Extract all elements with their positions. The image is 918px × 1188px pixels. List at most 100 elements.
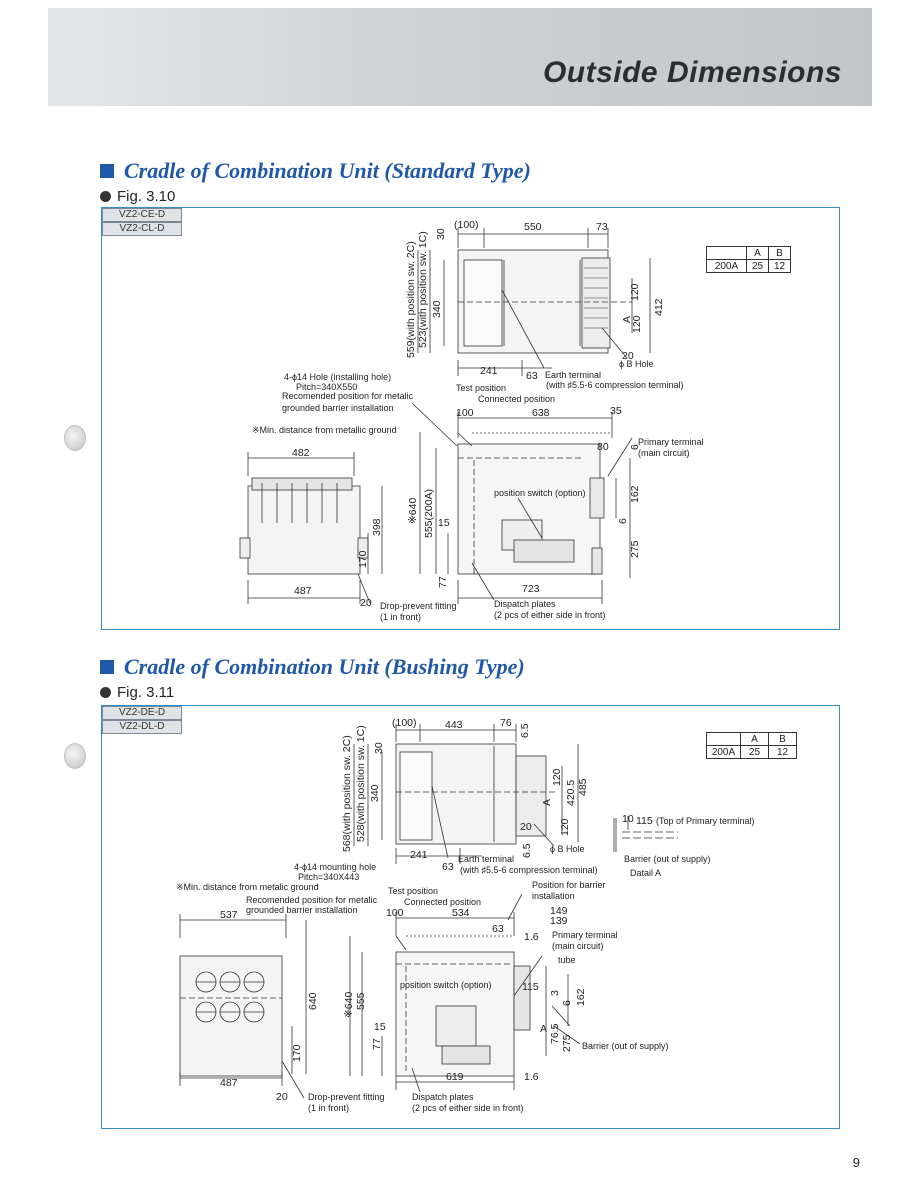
dim-550: 550: [524, 221, 542, 233]
dim-100: (100): [454, 219, 479, 231]
dim-120b: 120: [631, 315, 643, 333]
dim-412: 412: [653, 298, 665, 316]
dim-63: 63: [526, 370, 538, 382]
note-barrier: Recomended position for metalic: [246, 895, 378, 905]
dim-20: 20: [622, 350, 634, 362]
dim-6-5b: 6.5: [521, 843, 533, 858]
dim-528: 528(with position sw. 1C): [355, 725, 367, 842]
note-dispatch-plates: Dispatch plates: [412, 1092, 474, 1102]
note-drop-prevent: (1 in front): [308, 1103, 349, 1113]
note-pitch: Pitch=340X443: [298, 872, 359, 882]
dim-115: 115: [522, 981, 539, 993]
dim-30: 30: [373, 742, 385, 754]
note-connected-position: Connected position: [404, 897, 481, 907]
note-primary-terminal: (main circuit): [552, 941, 604, 951]
dim-523: 523(with position sw. 1C): [417, 231, 429, 348]
note-b-hole: ϕ B Hole: [550, 844, 585, 854]
dim-723: 723: [522, 583, 540, 595]
binder-hole-top: [64, 425, 86, 451]
note-barrier-out: Barrier (out of supply): [582, 1041, 669, 1051]
table-cell: 12: [768, 259, 791, 273]
dim-485: 485: [577, 778, 589, 796]
dim-115-top: 115: [636, 815, 653, 827]
dim-3: 3: [549, 990, 561, 996]
dim-420-5: 420.5: [565, 780, 577, 806]
note-connected-position: Connected position: [478, 394, 555, 404]
figure-number: Fig. 3.11: [117, 684, 175, 701]
note-drop-prevent: Drop-prevent fitting: [380, 601, 457, 611]
dimension-drawing-standard: (100) 550 73 30 559(with position sw. 2C…: [239, 219, 704, 622]
table-cell: 12: [768, 745, 797, 759]
note-position-switch: position switch (option): [494, 488, 586, 498]
dimension-drawing-bushing: (100) 443 76 6.5 30 568(with position sw…: [176, 717, 755, 1113]
dim-76-5: 76.5: [549, 1023, 561, 1044]
page-title: Outside Dimensions: [542, 56, 842, 89]
dim-619: 619: [446, 1071, 464, 1083]
dim-162: 162: [575, 988, 587, 1006]
dim-63b: 63: [492, 923, 504, 935]
dim-73: 73: [596, 221, 608, 233]
note-dispatch-plates: Dispatch plates: [494, 599, 556, 609]
table-header: B: [768, 246, 791, 260]
note-primary-terminal: Primary terminal: [552, 930, 618, 940]
dim-A: A: [621, 316, 633, 323]
note-test-position: Test position: [456, 383, 506, 393]
dim-398: 398: [371, 518, 383, 536]
note-dispatch-plates: (2 pcs of either side in front): [494, 610, 606, 620]
note-barrier-out: Barrier (out of supply): [624, 854, 711, 864]
dim-6-5: 6.5: [519, 723, 531, 738]
note-barrier: grounded barrier installation: [246, 905, 358, 915]
page-number: 9: [852, 1155, 860, 1170]
dim-162: 162: [629, 485, 641, 503]
section-title: Cradle of Combination Unit (Bushing Type…: [124, 654, 525, 679]
figure-number: Fig. 3.10: [117, 188, 176, 205]
model-tag: VZ2-CE-D: [102, 208, 182, 222]
note-barrier: Recomended position for metalic: [282, 391, 414, 401]
dim-340: 340: [431, 300, 443, 318]
note-tube: tube: [558, 955, 576, 965]
dim-640: 640: [307, 992, 319, 1010]
dim-77: 77: [371, 1038, 383, 1050]
section-square-icon: [100, 164, 114, 178]
figure-label: Fig. 3.11: [100, 684, 174, 701]
table-cell: 200A: [706, 259, 747, 273]
model-tag: VZ2-DE-D: [102, 706, 182, 720]
note-drop-prevent: Drop-prevent fitting: [308, 1092, 385, 1102]
dim-6: 6: [561, 1000, 573, 1006]
dim-20b: 20: [276, 1091, 288, 1103]
bullet-icon: [100, 687, 111, 698]
note-primary-terminal: (main circuit): [638, 448, 690, 458]
dim-20b: 20: [360, 597, 372, 609]
dim-139: 139: [550, 915, 568, 927]
note-drop-prevent: (1 in front): [380, 612, 421, 622]
section-heading-standard: Cradle of Combination Unit (Standard Typ…: [100, 158, 531, 184]
model-tag: VZ2-CL-D: [102, 222, 182, 236]
note-barrier-position: Position for barrier: [532, 880, 606, 890]
dim-170: 170: [291, 1044, 303, 1062]
dim-120: 120: [629, 283, 641, 301]
section-square-icon: [100, 660, 114, 674]
bullet-icon: [100, 191, 111, 202]
note-earth-terminal: Earth terminal: [545, 370, 601, 380]
dim-568: 568(with position sw. 2C): [341, 735, 353, 852]
dim-640: ※640: [407, 498, 419, 524]
figure-label: Fig. 3.10: [100, 188, 175, 205]
note-min-ground: ※Min. distance from metalic ground: [176, 882, 319, 892]
dim-100b: 100: [386, 907, 404, 919]
note-dispatch-plates: (2 pcs of either side in front): [412, 1103, 524, 1113]
note-min-ground: ※Min. distance from metallic ground: [252, 425, 397, 435]
note-earth-terminal: Earth terminal: [458, 854, 514, 864]
dim-149: 149: [550, 905, 568, 917]
dim-63: 63: [442, 861, 454, 873]
note-earth-terminal: (with ♯5.5-6 compression terminal): [460, 865, 598, 875]
dim-487: 487: [220, 1077, 238, 1089]
dim-120b: 120: [559, 818, 571, 836]
dim-35: 35: [610, 405, 622, 417]
note-barrier-position: installation: [532, 891, 575, 901]
dim-100b: 100: [456, 407, 474, 419]
dim-443: 443: [445, 719, 463, 731]
dim-15: 15: [374, 1021, 386, 1033]
dim-6: 6: [629, 444, 641, 450]
dim-6b: 6: [617, 518, 629, 524]
note-hole: 4-ϕ14 Hole (installing hole): [284, 372, 391, 382]
